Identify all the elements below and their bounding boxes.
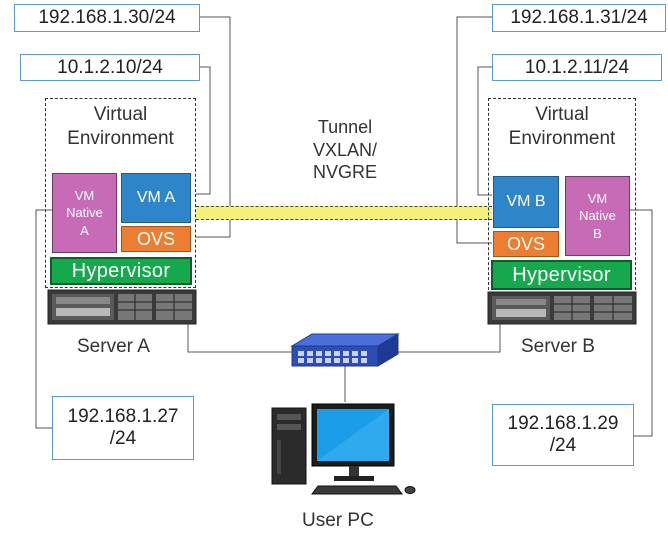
ip-top-b-text: 192.168.1.31/24 xyxy=(510,7,648,29)
ip-bottom-b-line1: 192.168.1.29 xyxy=(507,413,619,435)
virtual-environment-a: Virtual Environment xyxy=(45,98,196,288)
venv-a-title-line1: Virtual xyxy=(93,104,148,125)
user-pc-label: User PC xyxy=(302,510,374,531)
vm-native-a-line3: A xyxy=(80,222,89,238)
vm-a[interactable]: VM A xyxy=(121,173,191,223)
venv-b-title-line2: Environment xyxy=(508,127,616,149)
tunnel-label-line3: NVGRE xyxy=(312,162,377,182)
connector-ip-top-a xyxy=(196,16,231,238)
vm-native-b-line2: Native xyxy=(579,208,616,224)
ip-bottom-a-line2: /24 xyxy=(109,428,137,449)
ip-top-a-text: 192.168.1.30/24 xyxy=(38,7,176,29)
virtual-environment-b: Virtual Environment xyxy=(488,98,636,295)
ovs-a[interactable]: OVS xyxy=(121,226,191,252)
ip-box-bottom-a: 192.168.1.27 /24 xyxy=(52,396,194,460)
vm-b-label: VM B xyxy=(506,193,546,210)
vm-native-b-line3: B xyxy=(593,225,602,241)
ovs-b[interactable]: OVS xyxy=(493,231,559,257)
ovs-a-label: OVS xyxy=(136,228,175,249)
connector-ip-vm-b xyxy=(477,66,492,196)
vm-native-b-line1: VM xyxy=(587,190,608,206)
connector-ip-bottom-a xyxy=(35,209,52,429)
tunnel-label-line1: Tunnel xyxy=(317,117,373,137)
server-a-label: Server A xyxy=(77,336,150,357)
ip-box-vm-a: 10.1.2.10/24 xyxy=(20,54,200,81)
vm-native-a-line1: VM xyxy=(74,187,95,203)
vm-b[interactable]: VM B xyxy=(493,176,559,228)
ip-vm-b-text: 10.1.2.11/24 xyxy=(524,56,630,78)
ovs-b-label: OVS xyxy=(506,233,545,254)
vm-native-b[interactable]: VM Native B xyxy=(565,176,630,256)
ip-vm-a-text: 10.1.2.10/24 xyxy=(57,56,163,78)
tunnel-bar xyxy=(196,206,492,220)
hypervisor-a-label: Hypervisor xyxy=(71,259,171,282)
ip-box-bottom-b: 192.168.1.29 /24 xyxy=(492,404,634,466)
venv-a-title: Virtual Environment xyxy=(46,103,195,151)
vm-a-label: VM A xyxy=(136,189,176,206)
connector-server-a-switch xyxy=(187,322,292,353)
tunnel-label-line2: VXLAN/ xyxy=(312,139,378,160)
hypervisor-a[interactable]: Hypervisor xyxy=(50,257,192,285)
ip-bottom-a-line1: 192.168.1.27 xyxy=(67,406,179,428)
vm-native-a[interactable]: VM Native A xyxy=(52,173,117,253)
server-b-label: Server B xyxy=(521,336,595,357)
connector-switch-server-b xyxy=(398,322,501,353)
tunnel-label: Tunnel VXLAN/ NVGRE xyxy=(290,116,400,184)
venv-a-title-line2: Environment xyxy=(67,127,174,149)
ip-box-top-b: 192.168.1.31/24 xyxy=(492,4,666,32)
connector-ip-bottom-b xyxy=(630,209,653,437)
connector-ip-vm-a xyxy=(196,66,211,195)
vm-native-a-line2: Native xyxy=(66,205,103,221)
hypervisor-b-label: Hypervisor xyxy=(512,263,611,286)
venv-b-title-line1: Virtual xyxy=(535,104,589,125)
venv-b-title: Virtual Environment xyxy=(489,103,635,151)
ip-box-vm-b: 10.1.2.11/24 xyxy=(492,54,662,81)
hypervisor-b[interactable]: Hypervisor xyxy=(491,260,632,290)
connector-ip-top-b xyxy=(456,16,492,244)
ip-box-top-a: 192.168.1.30/24 xyxy=(14,4,200,32)
ip-bottom-b-line2: /24 xyxy=(549,435,577,456)
